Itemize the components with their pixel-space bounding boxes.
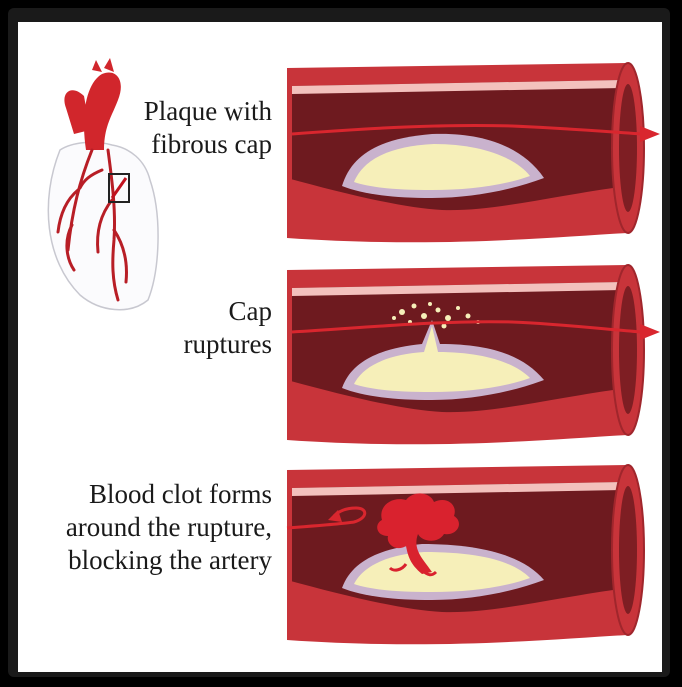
stage-1-caption: Plaque with fibrous cap (144, 95, 272, 161)
aorta (84, 72, 121, 150)
caption-line: Plaque with (144, 95, 272, 128)
caption-line: blocking the artery (66, 544, 272, 577)
caption-line: fibrous cap (144, 128, 272, 161)
vessel-branch (104, 58, 114, 72)
artery-stage-2 (282, 260, 682, 450)
caption-line: Blood clot forms (66, 478, 272, 511)
artery-stage-1 (282, 58, 682, 248)
pulmonary-vessel (64, 90, 90, 134)
vessel-branch (92, 60, 102, 72)
stage-3-caption: Blood clot forms around the rupture, blo… (66, 478, 272, 577)
artery-stage-3 (282, 460, 682, 650)
heart-outline (48, 142, 158, 309)
caption-line: Cap (184, 295, 272, 328)
stage-2-caption: Cap ruptures (184, 295, 272, 361)
caption-line: ruptures (184, 328, 272, 361)
caption-line: around the rupture, (66, 511, 272, 544)
